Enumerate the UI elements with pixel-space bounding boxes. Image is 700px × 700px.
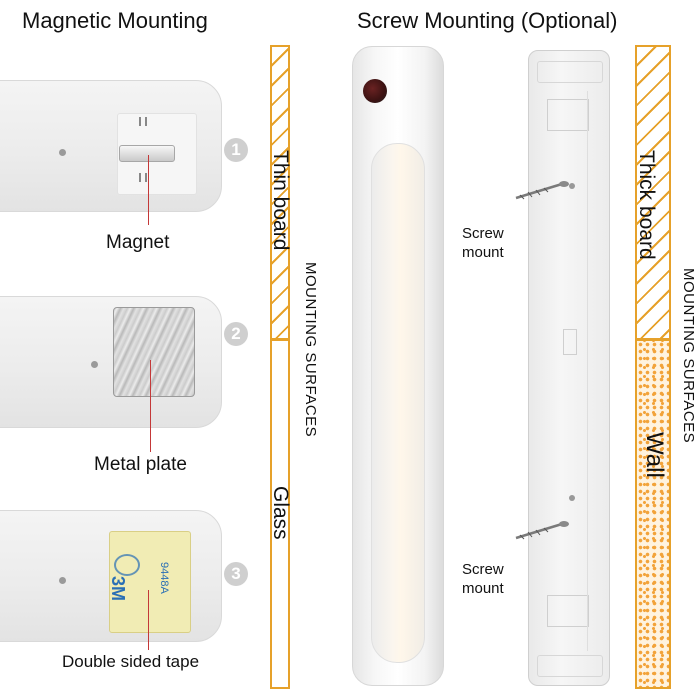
plate-rib [537,655,603,677]
plate-edge-line [587,91,588,651]
plate-clip [547,595,589,627]
magnet-clip [145,117,147,126]
light-fixture-step-2 [0,296,222,428]
magnet-clip [145,173,147,182]
label-thin-board: Thin board [269,150,292,251]
metal-plate [113,307,195,397]
surface-glass [270,339,290,689]
heading-screw-mounting: Screw Mounting (Optional) [357,8,618,33]
step-badge-2: 2 [224,322,248,346]
surface-thick-board [635,45,671,340]
screw-hole [569,495,575,501]
fixture-hole [59,577,66,584]
magnet-clip [139,117,141,126]
plate-center-clip [563,329,577,355]
callout-double-sided-tape: Double sided tape [62,652,200,671]
callout-line [150,360,151,452]
motion-sensor [363,79,387,103]
callout-metal-plate: Metal plate [94,454,187,475]
light-fixture-step-1 [0,80,222,212]
light-bar-front [352,46,444,686]
tape-brand: 3M [109,576,128,602]
mounting-back-plate [528,50,610,686]
screw-bottom [515,521,569,540]
heading-magnetic-mounting: Magnetic Mounting [22,8,208,33]
screw-top [515,181,569,200]
tape-print-mark [114,554,140,576]
label-screw-mount-bottom: Screw mount [462,561,504,597]
step-badge-1: 1 [224,138,248,162]
label-screw-mount-top: Screw mount [462,225,504,261]
label-thick-board: Thick board [635,150,658,260]
light-fixture-step-3: 3M 9448A [0,510,222,642]
double-sided-tape: 3M 9448A [109,531,191,633]
light-diffuser [371,143,425,663]
callout-magnet: Magnet [106,232,170,253]
magnet [119,145,175,162]
tape-code: 9448A [158,562,170,594]
label-glass: Glass [269,486,292,540]
plate-clip [547,99,589,131]
fixture-hole [59,149,66,156]
surface-wall [635,339,671,689]
step-badge-3: 3 [224,562,248,586]
fixture-hole [91,361,98,368]
plate-rib [537,61,603,83]
callout-line [148,590,149,650]
label-mounting-surfaces-left: MOUNTING SURFACES [302,262,319,438]
label-wall: Wall [641,432,668,478]
magnet-clip [139,173,141,182]
label-mounting-surfaces-right: MOUNTING SURFACES [680,268,697,444]
screw-hole [569,183,575,189]
callout-line [148,155,149,225]
